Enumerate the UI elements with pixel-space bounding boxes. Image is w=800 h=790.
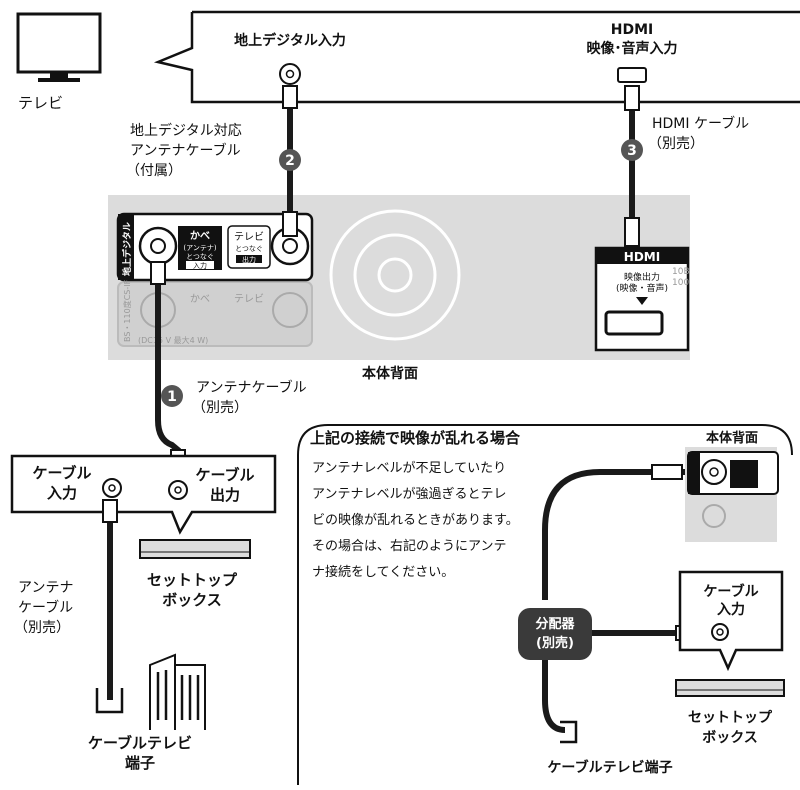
stb-name-2: ボックス [162, 591, 222, 609]
cable-2-label: 地上デジタル対応 [130, 122, 242, 139]
inset-stb-name: セットトップ [688, 710, 773, 726]
inset-text-line: ビの映像が乱れるときがあります。 [312, 513, 519, 528]
hdmi-input-label: HDMI [611, 22, 653, 38]
hdmi-port-icon [617, 67, 647, 83]
inset-stb-bubble [678, 570, 784, 672]
coax-port-icon [279, 63, 301, 85]
badge-1 [161, 385, 183, 407]
tv-connect-label: とつなぐ [235, 245, 263, 253]
splitter-label: 分配器 [535, 616, 575, 632]
stb-input-label: ケーブル [32, 464, 91, 482]
cable-1 [155, 262, 181, 470]
terrestrial-tag: 地上デジタル [121, 222, 133, 276]
badge-3 [621, 139, 643, 161]
inset-stb-input-label: ケーブル [703, 583, 758, 600]
fan-vent-icon [329, 209, 461, 341]
catv-label-2: 端子 [125, 754, 155, 772]
bs-panel [117, 281, 313, 347]
splitter-box [518, 608, 592, 660]
tv-bubble [153, 10, 800, 104]
terrestrial-input-label: 地上デジタル入力 [234, 32, 346, 49]
badge-2 [279, 149, 301, 171]
antenna-cable-label-2: ケーブル [18, 599, 73, 616]
bs-wall-label: かべ [190, 293, 210, 305]
stb-bubble [10, 454, 277, 535]
tv-label: テレビ [18, 94, 63, 112]
inset-text-line: その場合は、右記のようにアンテ [312, 538, 506, 554]
cable-1-label: アンテナケーブル [196, 379, 307, 396]
hdmi-output-label: 映像出力 [624, 271, 660, 283]
inset-recorder-caption: 本体背面 [706, 430, 758, 446]
cable-2-label-3: （付属） [126, 163, 182, 179]
building-icon [149, 653, 206, 730]
wall-antenna-label: (アンテナ) [183, 244, 216, 252]
cable-1-label-2: （別売） [192, 400, 248, 416]
badge-3-number: 3 [627, 143, 637, 159]
hdmi-output-port [604, 310, 664, 336]
inset-cable-lower [542, 660, 566, 733]
inset-text-line: ナ接続をしてください。 [312, 564, 454, 580]
wall-in-label: 入力 [193, 261, 207, 270]
cable-3-label-2: （別売） [648, 136, 704, 152]
inset-catv-terminal-icon [560, 720, 578, 744]
inset-cable-upper [542, 469, 685, 600]
bs-tag: BS・110度CS-IF [122, 279, 132, 342]
antenna-cable-label-3: （別売） [14, 620, 70, 636]
recorder-caption: 本体背面 [362, 365, 418, 382]
tv-out-label: テレビ [234, 231, 264, 243]
stb-name: セットトップ [147, 571, 238, 589]
hdmi-output-sublabel: (映像・音声) [616, 282, 668, 294]
inset-stb-input-label-2: 入力 [717, 601, 745, 618]
lan-label-2: 100 [672, 278, 689, 288]
inset-set-top-box-icon [675, 679, 785, 697]
inset-title: 上記の接続で映像が乱れる場合 [310, 429, 521, 447]
hdmi-logo: HDMI [624, 250, 660, 264]
inset-text-line: アンテナレベルが強過ぎるとテレ [312, 487, 506, 502]
stb-output-label-2: 出力 [210, 486, 240, 504]
tv-out-tag: 出力 [242, 255, 256, 264]
badge-2-number: 2 [285, 153, 295, 169]
hdmi-input-sublabel: 映像･音声入力 [587, 40, 678, 57]
stb-output-label: ケーブル [195, 466, 254, 484]
lan-label-1: 10B [672, 267, 690, 277]
inset-frame [297, 424, 793, 785]
bs-power-label: (DC15 V 最大4 W) [138, 335, 208, 345]
badge-1-number: 1 [167, 389, 177, 405]
cable-2-label-2: アンテナケーブル [130, 142, 241, 159]
inset-catv-label: ケーブルテレビ端子 [547, 759, 672, 776]
wall-connect-label: とつなぐ [186, 253, 214, 261]
wall-input-port [138, 226, 178, 266]
catv-terminal-icon [95, 688, 124, 714]
tv-icon [16, 12, 102, 82]
catv-label: ケーブルテレビ [88, 734, 192, 752]
wall-label: かべ [190, 230, 210, 242]
bs-tv-label: テレビ [234, 293, 264, 305]
inset-stb-name-2: ボックス [702, 730, 758, 746]
set-top-box-icon [139, 539, 251, 559]
inset-text-line: アンテナレベルが不足していたり [312, 461, 506, 476]
splitter-label-2: (別売) [536, 635, 574, 651]
stb-input-label-2: 入力 [47, 484, 77, 502]
antenna-cable-label: アンテナ [18, 580, 73, 596]
cable-3-label: HDMI ケーブル [652, 115, 749, 132]
